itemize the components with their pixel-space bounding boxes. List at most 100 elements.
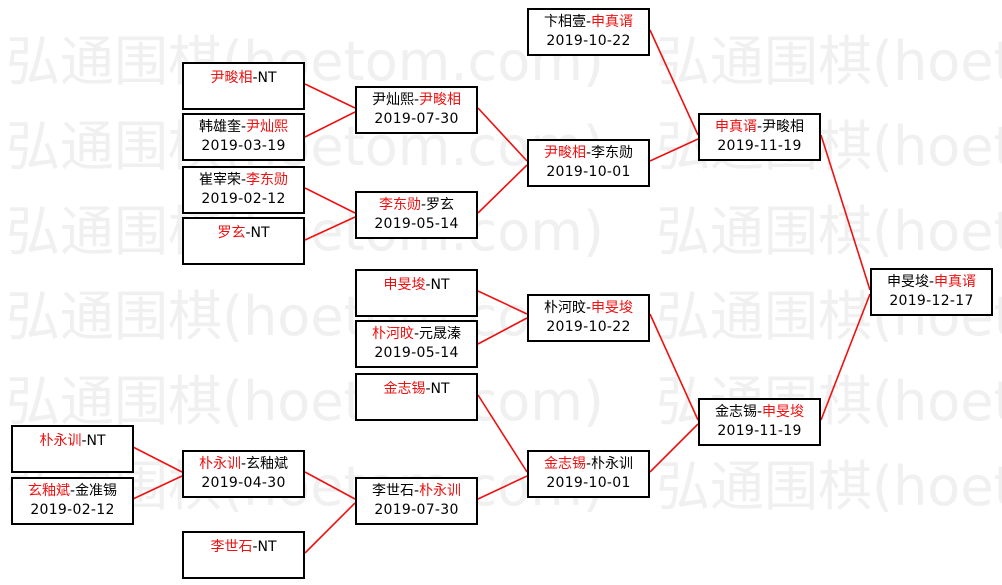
bracket-connector (304, 187, 356, 214)
match-players: 金志锡-申旻埈 (714, 404, 805, 420)
player-name: 申旻埈 (591, 300, 634, 316)
match-date: 2019-07-30 (374, 502, 459, 518)
match-players: 金志锡-朴永训 (543, 456, 634, 472)
player-name: 李世石 (210, 539, 253, 555)
player-name: 朴永训 (198, 456, 241, 472)
match-box[interactable]: 李世石-NT (182, 531, 305, 579)
match-box[interactable]: 朴河旼-元晟溱 2019-05-14 (355, 320, 478, 368)
player-name: 金准锡 (75, 483, 118, 499)
match-players: 李世石-NT (210, 539, 277, 555)
player-name: 李东勋 (378, 197, 421, 213)
player-name: 金志锡 (383, 381, 426, 397)
bracket-connector (649, 29, 699, 136)
match-players: 朴河旼-元晟溱 (371, 326, 462, 342)
player-name: 尹灿熙 (246, 119, 289, 135)
player-name: 罗玄 (217, 225, 246, 241)
player-name: 韩雄奎 (198, 119, 241, 135)
match-players: 申真谞-尹畯相 (714, 119, 805, 135)
player-name: 李东勋 (246, 172, 289, 188)
match-players: 李东勋-罗玄 (378, 197, 455, 213)
final-match-box[interactable]: 申旻埈-申真谞 2019-12-17 (870, 268, 993, 316)
match-players: 韩雄奎-尹灿熙 (198, 119, 289, 135)
bracket-connector (477, 164, 528, 214)
player-name: 朴永训 (419, 483, 462, 499)
bracket-connector (304, 502, 356, 554)
match-date: 2019-10-01 (546, 475, 631, 491)
player-name: 申旻埈 (762, 404, 805, 420)
bracket-connector (304, 471, 356, 500)
match-box[interactable]: 申真谞-尹畯相 2019-11-19 (698, 113, 821, 161)
match-box[interactable]: 尹灿熙-尹畯相 2019-07-30 (355, 86, 478, 134)
match-box[interactable]: 韩雄奎-尹灿熙 2019-03-19 (182, 113, 305, 161)
match-players: 朴永训-NT (39, 433, 106, 449)
player-name: NT (430, 381, 450, 397)
match-date: 2019-02-12 (30, 502, 115, 518)
match-players: 玄釉斌-金准锡 (27, 483, 118, 499)
match-players: 申旻埈-申真谞 (886, 274, 977, 290)
match-players: 尹畯相-NT (210, 70, 277, 86)
bracket-connector (820, 293, 871, 421)
match-box[interactable]: 尹畯相-李东勋 2019-10-01 (527, 139, 650, 187)
player-name: 申旻埈 (383, 277, 426, 293)
player-name: 金志锡 (714, 404, 757, 420)
match-date: 2019-10-22 (546, 319, 631, 335)
match-players: 朴永训-玄釉斌 (198, 456, 289, 472)
match-box[interactable]: 卞相壹-申真谞 2019-10-22 (527, 8, 650, 56)
bracket-connector (477, 290, 528, 315)
match-box[interactable]: 朴永训-玄釉斌 2019-04-30 (182, 450, 305, 498)
match-date: 2019-03-19 (201, 138, 286, 154)
match-players: 金志锡-NT (383, 381, 450, 397)
bracket-connector (649, 138, 699, 162)
match-box[interactable]: 朴河旼-申旻埈 2019-10-22 (527, 294, 650, 342)
player-name: 朴永训 (39, 433, 82, 449)
player-name: 朴河旼 (371, 326, 414, 342)
match-date: 2019-07-30 (374, 111, 459, 127)
player-name: 尹畯相 (762, 119, 805, 135)
player-name: NT (257, 70, 277, 86)
player-name: NT (257, 539, 277, 555)
match-box[interactable]: 尹畯相-NT (182, 62, 305, 110)
match-box[interactable]: 金志锡-NT (355, 373, 478, 421)
match-date: 2019-11-19 (717, 138, 802, 154)
player-name: 申旻埈 (886, 274, 929, 290)
player-name: NT (430, 277, 450, 293)
match-box[interactable]: 崔宰荣-李东勋 2019-02-12 (182, 166, 305, 214)
player-name: 卞相壹 (543, 14, 586, 30)
match-players: 卞相壹-申真谞 (543, 14, 634, 30)
match-date: 2019-04-30 (201, 475, 286, 491)
player-name: 申真谞 (934, 274, 977, 290)
player-name: 玄釉斌 (27, 483, 70, 499)
match-box[interactable]: 李东勋-罗玄 2019-05-14 (355, 191, 478, 239)
bracket-connector (132, 475, 183, 500)
match-box[interactable]: 罗玄-NT (182, 217, 305, 265)
player-name: 朴河旼 (543, 300, 586, 316)
match-date: 2019-05-14 (374, 216, 459, 232)
player-name: 玄釉斌 (246, 456, 289, 472)
match-players: 朴河旼-申旻埈 (543, 300, 634, 316)
player-name: 尹灿熙 (371, 92, 414, 108)
match-date: 2019-02-12 (201, 191, 286, 207)
match-date: 2019-05-14 (374, 345, 459, 361)
match-players: 尹畯相-李东勋 (543, 145, 634, 161)
match-players: 李世石-朴永训 (371, 483, 462, 499)
bracket-connector (477, 394, 528, 473)
player-name: 李东勋 (591, 145, 634, 161)
bracket-connector (304, 83, 356, 109)
match-box[interactable]: 金志锡-申旻埈 2019-11-19 (698, 398, 821, 446)
match-box[interactable]: 金志锡-朴永训 2019-10-01 (527, 450, 650, 498)
match-date: 2019-12-17 (889, 293, 974, 309)
match-box[interactable]: 申旻埈-NT (355, 269, 478, 317)
player-name: NT (86, 433, 106, 449)
bracket-connector (132, 446, 183, 473)
bracket-connector (477, 107, 528, 162)
bracket-connector (304, 216, 356, 241)
match-date: 2019-11-19 (717, 423, 802, 439)
match-box[interactable]: 玄釉斌-金准锡 2019-02-12 (11, 477, 134, 525)
match-box[interactable]: 李世石-朴永训 2019-07-30 (355, 477, 478, 525)
player-name: 申真谞 (591, 14, 634, 30)
match-box[interactable]: 朴永训-NT (11, 425, 134, 473)
match-date: 2019-10-01 (546, 164, 631, 180)
player-name: 朴永训 (591, 456, 634, 472)
